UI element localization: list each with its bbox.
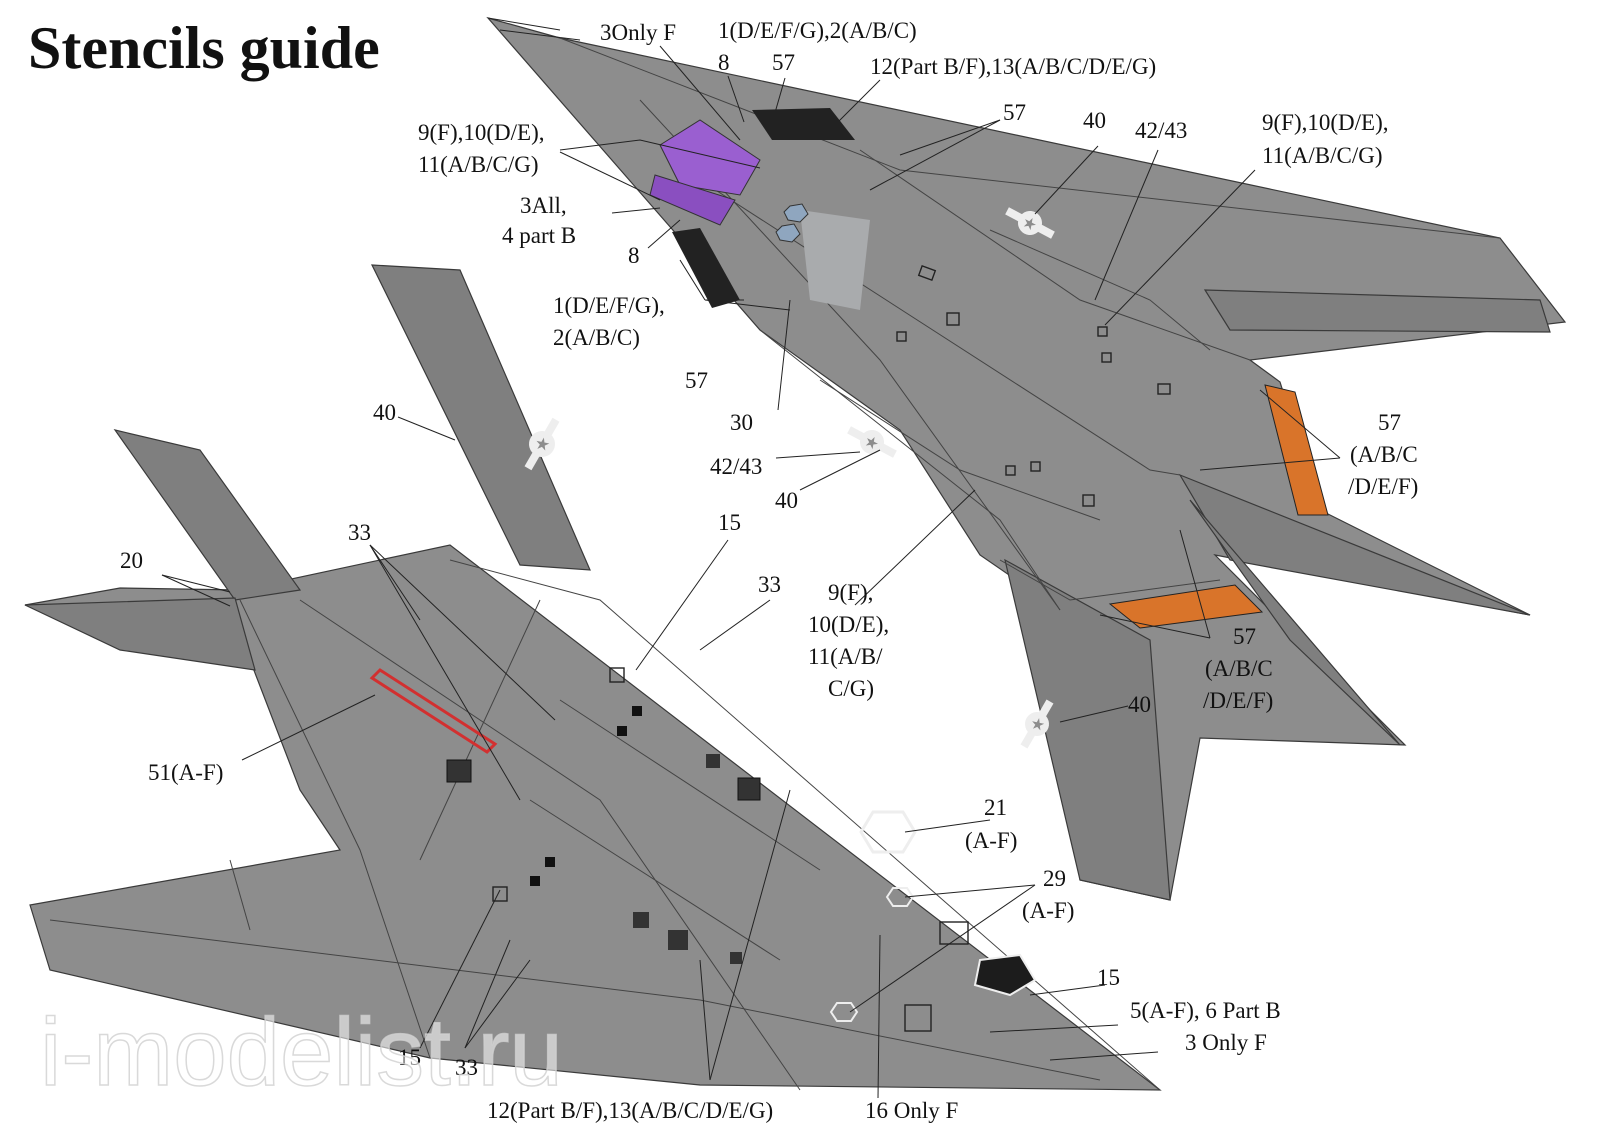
- label-57-lower: 57: [685, 368, 708, 393]
- label-57-mid: 57: [1003, 100, 1026, 125]
- label-9-mid-4: C/G): [828, 676, 874, 701]
- label-1-2-left-1: 1(D/E/F/G),: [553, 293, 665, 318]
- svg-text:★: ★: [1019, 213, 1040, 235]
- label-40-bottom: 40: [1128, 692, 1151, 717]
- label-20: 20: [120, 548, 143, 573]
- label-57-right-1: 57: [1378, 410, 1401, 435]
- label-15-right: 15: [1097, 965, 1120, 990]
- label-9-10-right-2: 11(A/B/C/G): [1262, 143, 1383, 168]
- label-40-fin: 40: [373, 400, 396, 425]
- label-57-bottom-3: /D/E/F): [1203, 688, 1273, 713]
- svg-text:★: ★: [861, 432, 882, 454]
- label-9-mid-2: 10(D/E),: [808, 612, 889, 637]
- label-29-1: 29: [1043, 866, 1066, 891]
- label-8-left: 8: [628, 243, 640, 268]
- label-40-top: 40: [1083, 108, 1106, 133]
- usaf-roundel-icon: ★: [1005, 207, 1055, 239]
- label-12-13-top: 12(Part B/F),13(A/B/C/D/E/G): [870, 54, 1156, 79]
- label-29-2: (A-F): [1022, 898, 1074, 923]
- label-33-bottom: 33: [455, 1055, 478, 1080]
- label-12-13-bottom: 12(Part B/F),13(A/B/C/D/E/G): [487, 1098, 773, 1123]
- label-40-mid: 40: [775, 488, 798, 513]
- label-21-2: (A-F): [965, 828, 1017, 853]
- label-1-2-left-2: 2(A/B/C): [553, 325, 640, 350]
- label-57-bottom-1: 57: [1233, 624, 1256, 649]
- label-5-6: 5(A-F), 6 Part B: [1130, 998, 1281, 1023]
- label-57-bottom-2: (A/B/C: [1205, 656, 1273, 681]
- label-57-right-2: (A/B/C: [1350, 442, 1418, 467]
- bottom-view-labels: 40 20 33 15 33 51(A-F) 21 (A-F) 29 (A-F)…: [120, 400, 1281, 1123]
- label-51: 51(A-F): [148, 760, 223, 785]
- label-30: 30: [730, 410, 753, 435]
- top-view-labels: 3Only F 1(D/E/F/G),2(A/B/C) 8 57 12(Part…: [418, 18, 1418, 717]
- usaf-roundel-icon: ★: [847, 426, 897, 458]
- f117-top-view: ★ ★ ★: [486, 16, 1567, 901]
- label-3-only-f: 3 Only F: [1185, 1030, 1267, 1055]
- label-3all: 3All,: [520, 193, 567, 218]
- label-21-1: 21: [984, 795, 1007, 820]
- label-16-only-f: 16 Only F: [865, 1098, 958, 1123]
- label-9-mid-3: 11(A/B/: [808, 644, 883, 669]
- label-3only-f: 3Only F: [600, 20, 676, 45]
- label-33-left: 33: [348, 520, 371, 545]
- usaf-roundel-icon: ★: [524, 417, 560, 471]
- label-9-10-left-2: 11(A/B/C/G): [418, 152, 539, 177]
- watermark: i-modelist.ru: [40, 999, 563, 1106]
- label-33-right: 33: [758, 572, 781, 597]
- label-42-43-top: 42/43: [1135, 118, 1187, 143]
- page-title: Stencils guide: [28, 15, 380, 81]
- f117-bottom-view: ★: [24, 264, 1162, 1099]
- label-15-top: 15: [718, 510, 741, 535]
- label-15-bottom: 15: [398, 1045, 421, 1070]
- label-8-top: 8: [718, 50, 730, 75]
- label-9-10-right-1: 9(F),10(D/E),: [1262, 110, 1388, 135]
- label-42-43-mid: 42/43: [710, 454, 762, 479]
- label-1-2-top: 1(D/E/F/G),2(A/B/C): [718, 18, 917, 43]
- label-9-10-left-1: 9(F),10(D/E),: [418, 120, 544, 145]
- label-4partb: 4 part B: [502, 223, 576, 248]
- label-57-right-3: /D/E/F): [1348, 474, 1418, 499]
- label-57-top: 57: [772, 50, 795, 75]
- usaf-roundel-icon: ★: [1020, 699, 1054, 749]
- label-9-mid-1: 9(F),: [828, 580, 873, 605]
